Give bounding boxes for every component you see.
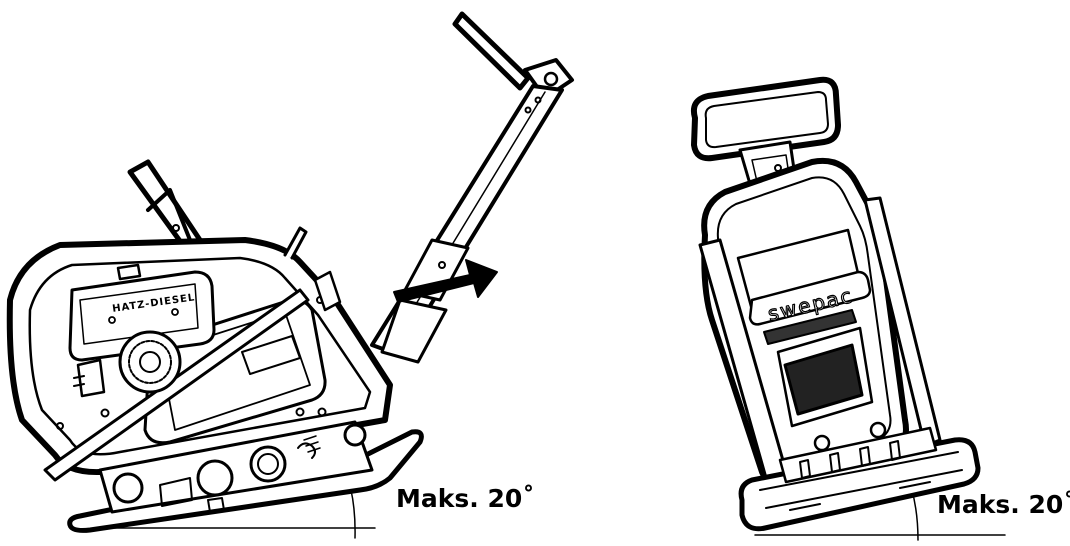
rear-bracket: [127, 159, 203, 251]
base-plate: [67, 420, 424, 533]
compactor-side-view: HATZ-DIESEL: [6, 11, 574, 539]
engine-block: [68, 263, 216, 398]
handle-arm: [370, 11, 574, 364]
front-base-plate: [738, 426, 981, 532]
max-angle-label-left: Maks. 20˚: [396, 484, 535, 513]
front-body: [698, 158, 942, 494]
compactor-front-view: swepac: [690, 76, 1006, 541]
right-arrow-icon: [393, 259, 498, 303]
max-angle-label-right: Maks. 20˚: [937, 490, 1070, 519]
throttle-lever: [283, 226, 342, 312]
